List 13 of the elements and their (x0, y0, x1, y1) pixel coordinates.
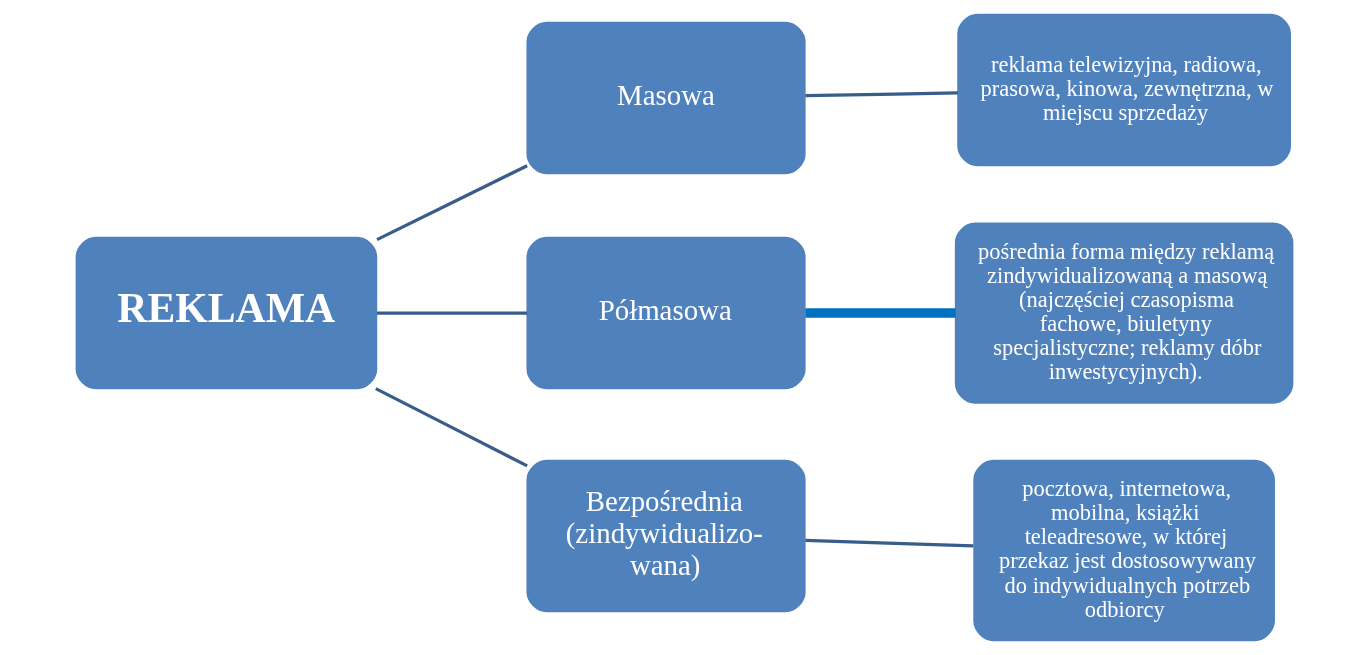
node-box: REKLAMA (75, 236, 377, 390)
connector (375, 164, 528, 242)
node-box: pośrednia forma między reklamą zindywidualizowaną a masową (najczęściej czasopisma fachowe, biuletyny specjalistyczne; reklamy dóbr inwestycyjnych). (954, 222, 1293, 404)
connector (374, 387, 528, 468)
connector (376, 311, 527, 315)
node-box: Masowa (525, 21, 806, 175)
connector (804, 91, 958, 98)
node-box: Półmasowa (525, 236, 806, 390)
node-box: Bezpośrednia (zindywidualizo- wana) (525, 459, 806, 613)
node-box: reklama telewizyjna, radiowa, prasowa, kinowa, zewnętrzna, w miejscu sprzedaży (956, 13, 1291, 167)
connector (804, 538, 973, 548)
node-box: pocztowa, internetowa, mobilna, książki teleadresowe, w której przekaz jest dostosowywany do indywidualnych potrzeb odbiorcy (972, 459, 1275, 642)
connector (804, 308, 956, 318)
